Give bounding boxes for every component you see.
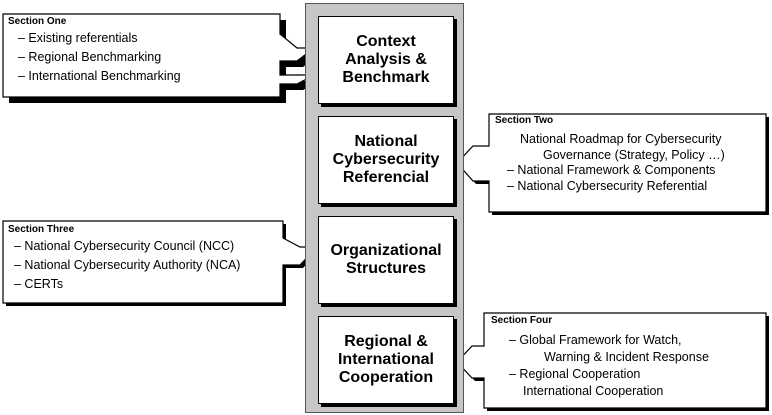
list-item: – Global Framework for Watch, bbox=[509, 333, 682, 347]
stage-label: National Cybersecurity Referencial bbox=[332, 133, 440, 186]
section-two-frame bbox=[456, 113, 767, 213]
stage-label: Organizational Structures bbox=[330, 242, 442, 277]
section-one-callout: Section One – Existing referentials – Re… bbox=[8, 15, 278, 86]
section-heading: Section Four bbox=[491, 315, 553, 326]
section-heading: Section One bbox=[8, 16, 67, 27]
section-four-frame bbox=[456, 312, 767, 409]
list-item: – National Cybersecurity Council (NCC) bbox=[14, 239, 235, 253]
stage-context-analysis: Context Analysis & Benchmark bbox=[318, 16, 454, 104]
list-item: – Regional Cooperation bbox=[509, 367, 641, 381]
list-item: National Roadmap for Cybersecurity bbox=[520, 132, 722, 146]
list-item: – International Benchmarking bbox=[18, 69, 181, 83]
section-one-frame bbox=[2, 13, 316, 98]
list-item: – National Framework & Components bbox=[507, 163, 716, 177]
list-item: International Cooperation bbox=[523, 384, 664, 398]
list-item: Warning & Incident Response bbox=[544, 350, 709, 364]
section-heading: Section Three bbox=[8, 224, 75, 235]
stage-national-referencial: National Cybersecurity Referencial bbox=[318, 116, 454, 204]
stage-regional-cooperation: Regional & International Cooperation bbox=[318, 316, 454, 404]
section-heading: Section Two bbox=[495, 115, 554, 126]
list-item: – CERTs bbox=[14, 277, 64, 291]
stage-organizational-structures: Organizational Structures bbox=[318, 216, 454, 304]
list-item: – National Cybersecurity Referential bbox=[507, 178, 708, 193]
section-two-callout: Section Two National Roadmap for Cyberse… bbox=[495, 114, 763, 194]
list-item: – Regional Benchmarking bbox=[18, 50, 162, 64]
stage-label: Context Analysis & Benchmark bbox=[342, 33, 430, 86]
stage-label: Regional & International Cooperation bbox=[337, 333, 434, 386]
list-item: – National Cybersecurity Authority (NCA) bbox=[14, 258, 241, 272]
list-item: Governance (Strategy, Policy …) bbox=[543, 147, 725, 162]
list-item: – Existing referentials bbox=[18, 31, 138, 45]
section-four-callout: Section Four – Global Framework for Watc… bbox=[491, 314, 763, 400]
section-three-callout: Section Three – National Cybersecurity C… bbox=[8, 223, 280, 294]
